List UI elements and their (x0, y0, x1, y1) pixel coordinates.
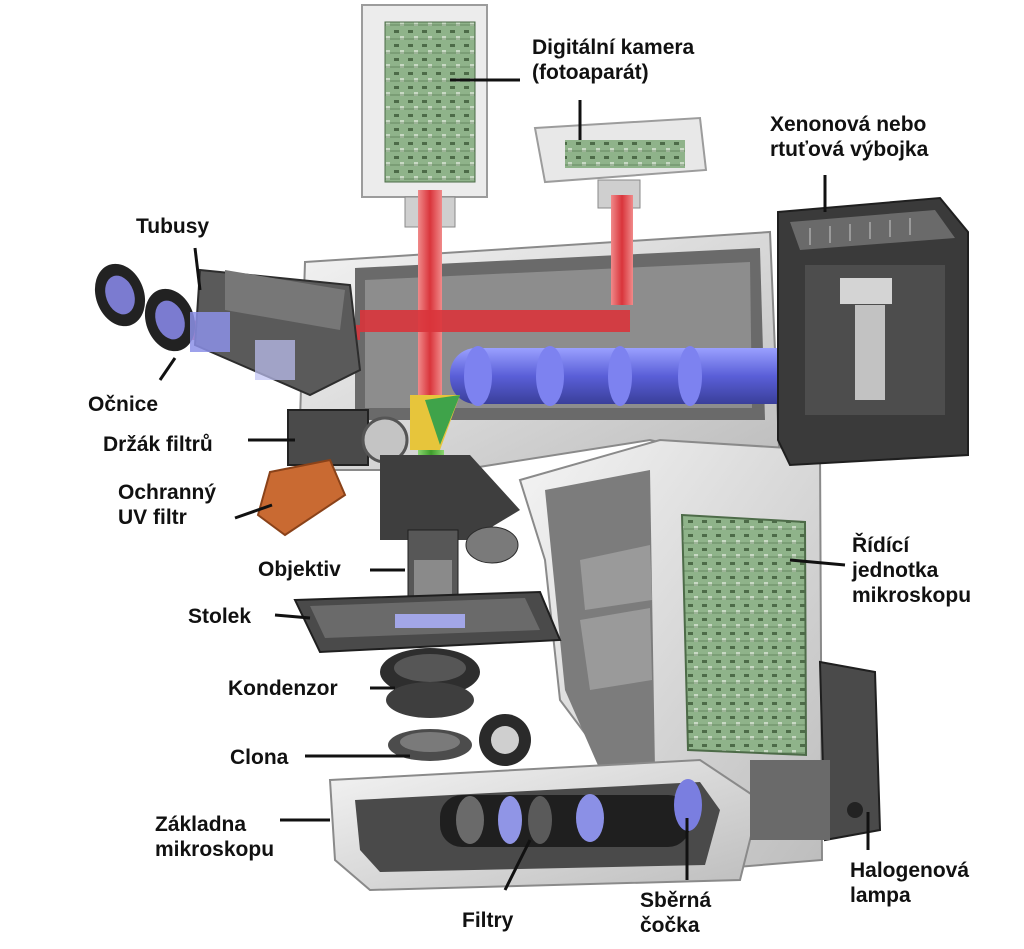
uv-shield (256, 458, 347, 537)
label-condenser: Kondenzor (228, 677, 338, 700)
base-light-train (440, 779, 702, 847)
trinocular-head (193, 268, 362, 397)
label-diaphragm: Clona (230, 746, 289, 769)
objective-turret (380, 455, 520, 611)
photo-camera (533, 116, 708, 209)
xenon-lamp-housing (777, 196, 969, 467)
condenser (380, 648, 480, 718)
label-filter-holder: Držák filtrů (103, 433, 213, 456)
control-unit (680, 513, 808, 757)
halogen-lamp (750, 660, 882, 842)
digital-camera (361, 4, 488, 228)
label-stage: Stolek (188, 605, 252, 628)
label-camera: Digitální kamera(fotoaparát) (532, 36, 695, 84)
label-filters: Filtry (462, 909, 514, 932)
filter-holder (287, 409, 409, 466)
label-objective: Objektiv (258, 558, 341, 581)
label-eyepieces: Očnice (88, 393, 159, 416)
label-tubes: Tubusy (136, 215, 210, 238)
eyepiece-tubes (94, 263, 295, 380)
aperture-diaphragm (388, 714, 531, 766)
leader-lines (158, 78, 870, 891)
stage (293, 590, 562, 654)
